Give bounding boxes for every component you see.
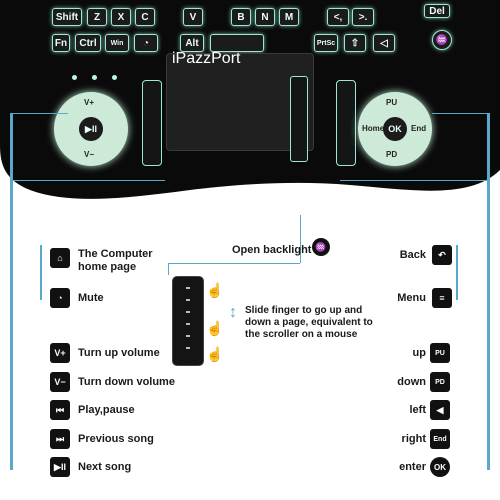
key-del[interactable]: Del bbox=[424, 4, 450, 18]
legend-enter: enter bbox=[399, 461, 426, 473]
left-bracket-line bbox=[10, 113, 13, 470]
scroll-strip-illustration bbox=[172, 276, 204, 366]
left-connector-2 bbox=[10, 180, 165, 181]
home-icon: ⌂ bbox=[50, 248, 70, 268]
left-arrow-icon: ◀ bbox=[430, 400, 450, 420]
key-win[interactable]: Win bbox=[105, 34, 129, 52]
key-x[interactable]: X bbox=[111, 8, 131, 26]
keyboard-image: Shift Z X C V B N M <, >. Del Fn Ctrl Wi… bbox=[0, 0, 500, 215]
key-v[interactable]: V bbox=[183, 8, 203, 26]
legend-up: up bbox=[412, 347, 426, 359]
left-group-line bbox=[40, 245, 42, 300]
volume-down-icon: V− bbox=[50, 372, 70, 392]
key-space[interactable] bbox=[210, 34, 264, 52]
key-period[interactable]: >. bbox=[352, 8, 374, 26]
arrow-left-icon: ◁ bbox=[380, 37, 388, 49]
key-z[interactable]: Z bbox=[87, 8, 107, 26]
scroll-strip[interactable] bbox=[290, 76, 308, 162]
bulb-icon: ♒ bbox=[435, 34, 449, 46]
legend-mute: Mute bbox=[78, 292, 104, 304]
legend-play-pause: Play,pause bbox=[78, 404, 135, 416]
legend-right: right bbox=[401, 433, 426, 445]
volume-dial[interactable]: ▶II V+ V− bbox=[54, 92, 128, 166]
right-group-line bbox=[456, 245, 458, 300]
left-connector bbox=[10, 113, 68, 114]
key-mute-symbol[interactable]: ◔ bbox=[134, 34, 158, 52]
key-comma[interactable]: <, bbox=[327, 8, 349, 26]
legend-scroll-note: Slide finger to go up and down a page, e… bbox=[245, 305, 373, 340]
right-connector bbox=[432, 113, 490, 114]
mute-icon: ◔ bbox=[142, 37, 150, 49]
key-prtsc[interactable]: PrtSc bbox=[314, 34, 338, 52]
legend-previous-song: Previous song bbox=[78, 433, 154, 445]
key-arrow-left[interactable]: ◁ bbox=[373, 34, 395, 52]
backlight-icon: ♒ bbox=[312, 238, 330, 256]
ok-button[interactable]: OK bbox=[383, 117, 407, 141]
finger-up-icon: ☝ bbox=[206, 282, 224, 298]
previous-song-icon: ⏭ bbox=[50, 429, 70, 449]
volume-up-icon: V+ bbox=[50, 343, 70, 363]
end-label: End bbox=[411, 124, 427, 133]
volume-up-label: V+ bbox=[84, 98, 95, 107]
legend-menu: Menu bbox=[397, 292, 426, 304]
page-down-icon: PD bbox=[430, 372, 450, 392]
play-pause-icon: ⏮ bbox=[50, 400, 70, 420]
menu-icon: ≡ bbox=[432, 288, 452, 308]
key-shift[interactable]: Shift bbox=[52, 8, 82, 26]
page-up-label: PU bbox=[386, 98, 398, 107]
touchpad[interactable] bbox=[166, 53, 314, 151]
right-bracket-line bbox=[487, 113, 490, 470]
scroll-connector-h bbox=[168, 263, 300, 264]
key-fn[interactable]: Fn bbox=[52, 34, 70, 52]
key-m[interactable]: M bbox=[279, 8, 299, 26]
next-song-icon: ▶II bbox=[50, 457, 70, 477]
legend-open-backlight: Open backlight bbox=[232, 244, 312, 256]
navigation-dial[interactable]: OK PU PD Home End bbox=[358, 92, 432, 166]
back-icon: ↶ bbox=[432, 245, 452, 265]
legend-back: Back bbox=[399, 249, 426, 261]
arrow-up-icon: ⇧ bbox=[350, 37, 360, 49]
key-backlight[interactable]: ♒ bbox=[432, 30, 452, 50]
legend-down: down bbox=[397, 376, 426, 388]
nav-key-column bbox=[336, 80, 356, 166]
scroll-arrows-icon: ↕ bbox=[229, 304, 237, 321]
key-n[interactable]: N bbox=[255, 8, 275, 26]
key-ctrl[interactable]: Ctrl bbox=[75, 34, 101, 52]
key-c[interactable]: C bbox=[135, 8, 155, 26]
legend-home-page: The Computer home page bbox=[78, 248, 153, 273]
legend-volume-down: Turn down volume bbox=[78, 376, 175, 388]
volume-down-label: V− bbox=[84, 150, 95, 159]
end-icon: End bbox=[430, 429, 450, 449]
brand-logo: iPazzPort bbox=[172, 50, 241, 67]
scroll-connector bbox=[300, 215, 301, 263]
finger-down-icon: ☝ bbox=[206, 346, 224, 362]
key-alt-left[interactable]: Alt bbox=[180, 34, 204, 52]
key-arrow-up[interactable]: ⇧ bbox=[344, 34, 366, 52]
mute-icon: ◔ bbox=[50, 288, 70, 308]
legend-next-song: Next song bbox=[78, 461, 132, 473]
play-pause-button[interactable]: ▶II bbox=[79, 117, 103, 141]
page-up-icon: PU bbox=[430, 343, 450, 363]
finger-middle-icon: ☝ bbox=[206, 320, 224, 336]
ok-icon: OK bbox=[430, 457, 450, 477]
key-b[interactable]: B bbox=[231, 8, 251, 26]
legend-left: left bbox=[409, 404, 427, 416]
scroll-connector-v bbox=[168, 263, 169, 275]
media-key-column bbox=[142, 80, 162, 166]
page-down-label: PD bbox=[386, 150, 398, 159]
right-connector-2 bbox=[340, 180, 490, 181]
legend-volume-up: Turn up volume bbox=[78, 347, 160, 359]
home-label: Home bbox=[362, 124, 385, 133]
